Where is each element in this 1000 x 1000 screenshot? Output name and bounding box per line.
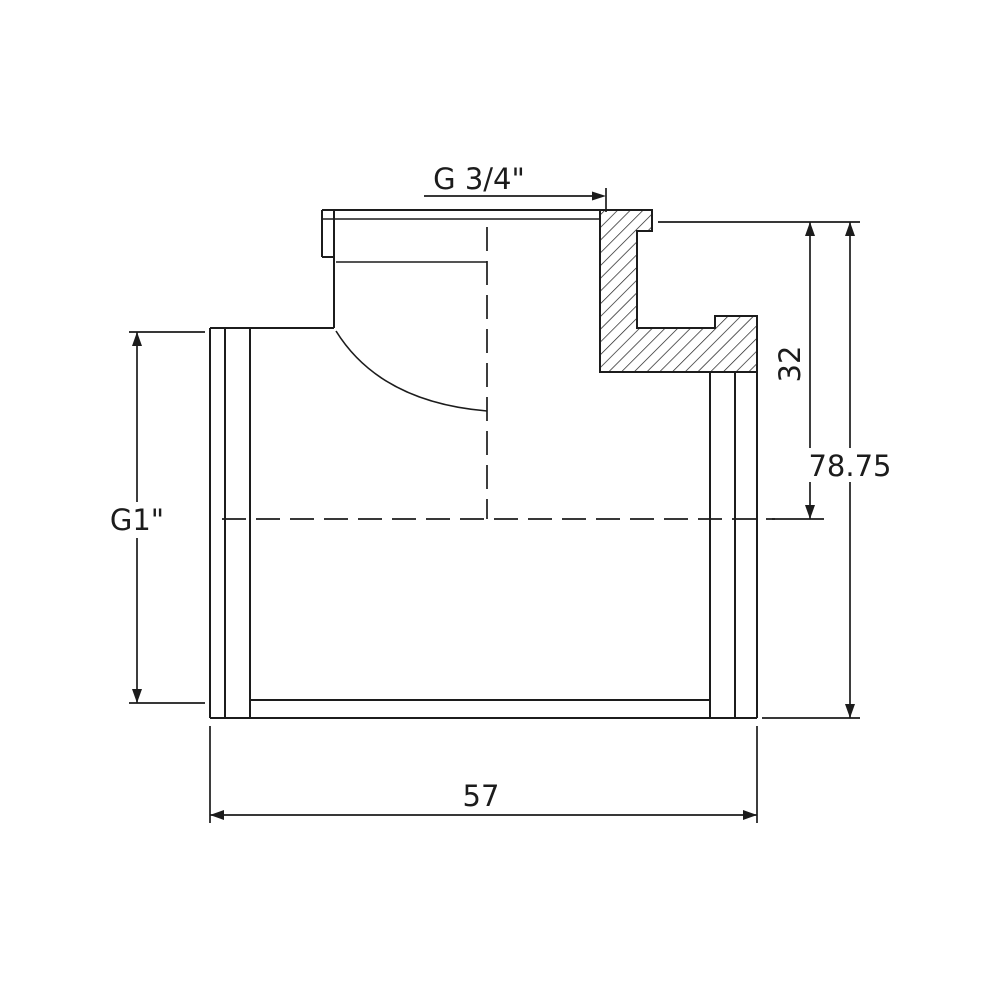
arrow-left [210,810,224,820]
dimension-57: 57 [209,726,758,823]
dimensions: G 3/4" G1" 32 78.75 [110,162,896,823]
dim-label-78-75: 78.75 [808,449,891,483]
dimension-top-thread: G 3/4" [424,162,607,212]
dimension-78-75: 78.75 [762,222,896,719]
arrow-down [132,689,142,703]
arrow-up [132,332,142,346]
dim-label-top-thread: G 3/4" [433,162,525,196]
dim-label-32: 32 [773,346,807,383]
dim-label-left-thread: G1" [110,503,164,537]
section-hatch-region [599,209,758,373]
dim-label-57: 57 [463,779,500,813]
centerlines [222,227,775,520]
part-outline [209,209,758,719]
section-cut [599,209,758,373]
arrow-up [845,222,855,236]
arrow-down [845,704,855,718]
arrow-down [805,505,815,519]
bore-fillet-curve [335,330,488,412]
arrow-up [805,222,815,236]
arrow-right [743,810,757,820]
dimension-left-thread: G1" [110,331,205,704]
dimension-32: 32 [658,221,860,520]
arrow-right [592,191,606,201]
label-mask [804,448,896,482]
